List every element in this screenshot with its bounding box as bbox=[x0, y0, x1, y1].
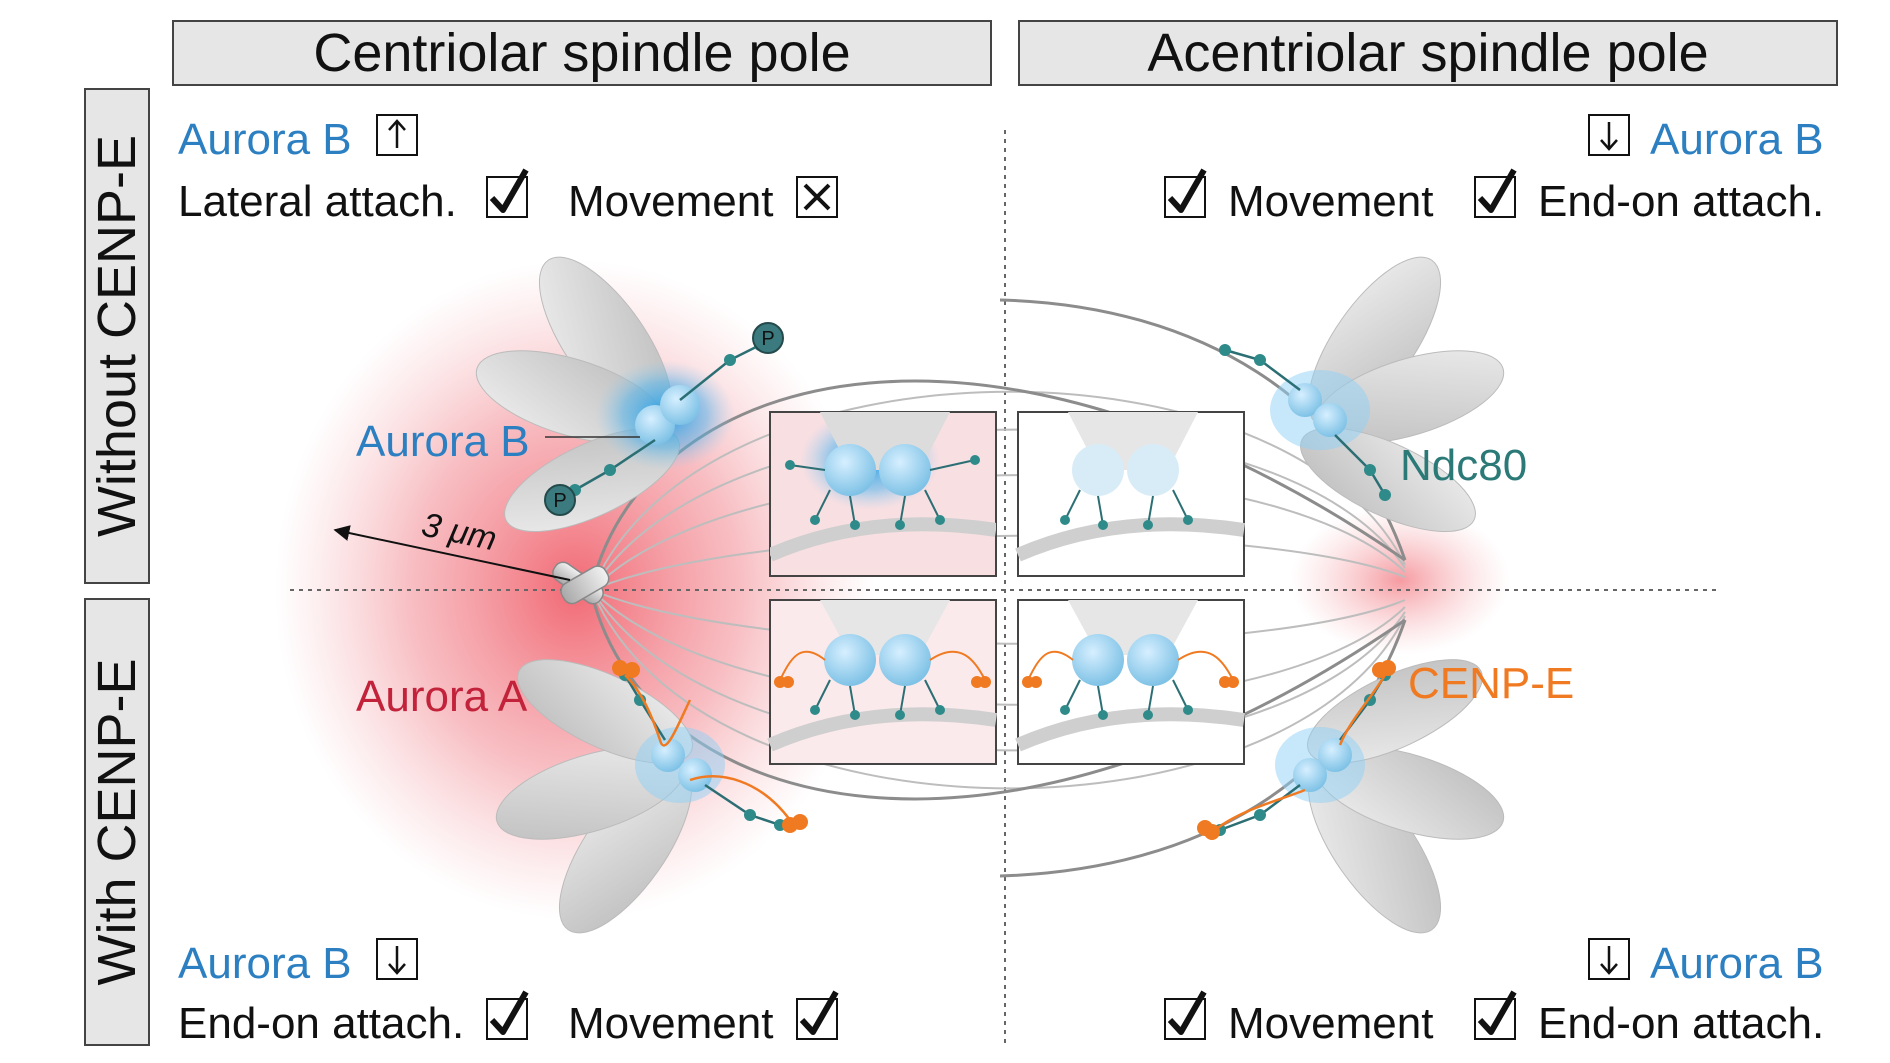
tl-item-2-cross-icon bbox=[796, 176, 838, 218]
inset-top-right bbox=[1015, 411, 1246, 577]
side-label-without-cenpe: Without CENP-E bbox=[84, 88, 150, 584]
phospho-label-1: P bbox=[761, 328, 774, 350]
bl-item-2-label: Movement bbox=[568, 999, 774, 1048]
side-label-with-cenpe: With CENP-E bbox=[84, 598, 150, 1046]
tl-aurora-b-up-icon bbox=[376, 114, 418, 156]
inset-bottom-right bbox=[1015, 599, 1246, 765]
inset-bottom-left bbox=[767, 599, 998, 765]
br-aurora-b-down-icon bbox=[1588, 938, 1630, 980]
bl-aurora-b-down-icon bbox=[376, 938, 418, 980]
label-cenp-e: CENP-E bbox=[1408, 659, 1575, 708]
br-item-2-check-icon bbox=[1474, 990, 1517, 1040]
tl-item-2-label: Movement bbox=[568, 177, 774, 226]
header-centriolar: Centriolar spindle pole bbox=[172, 20, 992, 86]
side-label-without-cenpe-text: Without CENP-E bbox=[87, 134, 147, 538]
bl-item-1-label: End-on attach. bbox=[178, 999, 465, 1048]
br-item-1-check-icon bbox=[1164, 990, 1207, 1040]
tr-item-2-check-icon bbox=[1474, 168, 1517, 218]
phospho-label-2: P bbox=[553, 490, 566, 512]
chromosome-top-right bbox=[1219, 256, 1505, 533]
label-ndc80: Ndc80 bbox=[1400, 441, 1528, 490]
side-label-with-cenpe-text: With CENP-E bbox=[87, 658, 147, 986]
inset-top-left bbox=[769, 411, 997, 577]
chromosome-top-left: P P bbox=[475, 256, 784, 533]
label-aurora-a: Aurora A bbox=[356, 672, 528, 721]
tl-aurora-b-label: Aurora B bbox=[178, 115, 352, 164]
br-item-2-label: End-on attach. bbox=[1538, 999, 1825, 1048]
tr-aurora-b-down-icon bbox=[1588, 114, 1630, 156]
tr-item-1-label: Movement bbox=[1228, 177, 1434, 226]
bl-item-1-check-icon bbox=[486, 990, 529, 1040]
bl-item-2-check-icon bbox=[796, 990, 839, 1040]
tl-item-1-check-icon bbox=[486, 168, 529, 218]
chromosome-bottom-right bbox=[1197, 659, 1505, 934]
tr-item-1-check-icon bbox=[1164, 168, 1207, 218]
bl-aurora-b-label: Aurora B bbox=[178, 939, 352, 988]
header-acentriolar: Acentriolar spindle pole bbox=[1018, 20, 1838, 86]
tr-aurora-b-label: Aurora B bbox=[1650, 115, 1824, 164]
br-aurora-b-label: Aurora B bbox=[1650, 939, 1824, 988]
tl-item-1-label: Lateral attach. bbox=[178, 177, 457, 226]
br-item-1-label: Movement bbox=[1228, 999, 1434, 1048]
spindle-microtubules bbox=[591, 390, 1406, 790]
centriole bbox=[552, 561, 610, 605]
distance-arrow bbox=[333, 525, 571, 581]
tr-item-2-label: End-on attach. bbox=[1538, 177, 1825, 226]
chromosome-bottom-left bbox=[495, 659, 808, 934]
label-aurora-b: Aurora B bbox=[356, 417, 530, 466]
